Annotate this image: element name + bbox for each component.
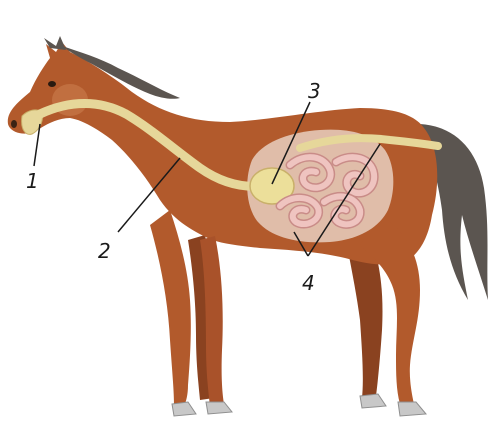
hoof-hind-far [360, 394, 386, 408]
hoof-front-near [172, 402, 196, 416]
hoof-front-far [206, 402, 232, 414]
eye [48, 81, 56, 87]
hoof-hind-near [398, 402, 426, 416]
nostril [11, 120, 17, 128]
label-stomach: 3 [308, 79, 321, 103]
label-esophagus: 2 [98, 239, 111, 263]
near-front-leg [150, 210, 191, 406]
label-mouth: 1 [26, 169, 39, 193]
label-intestines: 4 [302, 271, 315, 295]
